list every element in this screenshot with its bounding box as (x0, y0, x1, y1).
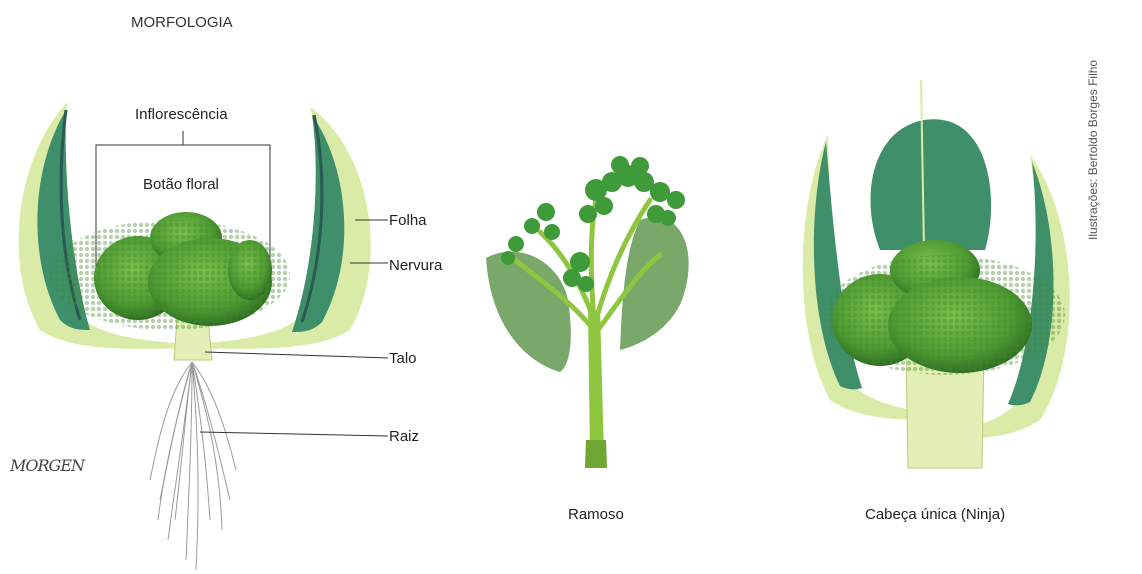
morfologia-plant (19, 102, 388, 570)
label-folha: Folha (389, 212, 427, 229)
label-raiz: Raiz (389, 428, 419, 445)
caption-cabeca-unica: Cabeça única (Ninja) (865, 506, 1005, 523)
illustration-credit: Ilustrações: Bertoldo Borges Filho (1086, 60, 1100, 240)
label-nervura: Nervura (389, 257, 442, 274)
roots (150, 362, 236, 570)
label-inflorescencia: Inflorescência (135, 106, 228, 123)
left-florets (50, 212, 290, 330)
label-talo: Talo (389, 350, 417, 367)
label-botao-floral: Botão floral (143, 176, 219, 193)
caption-ramoso: Ramoso (568, 506, 624, 523)
cabeca-unica-plant (803, 80, 1070, 468)
ramoso-plant (486, 156, 689, 468)
diagram-title: MORFOLOGIA (131, 14, 233, 31)
cabeca-florets (825, 240, 1065, 375)
artist-signature: MORGEN (10, 456, 84, 475)
